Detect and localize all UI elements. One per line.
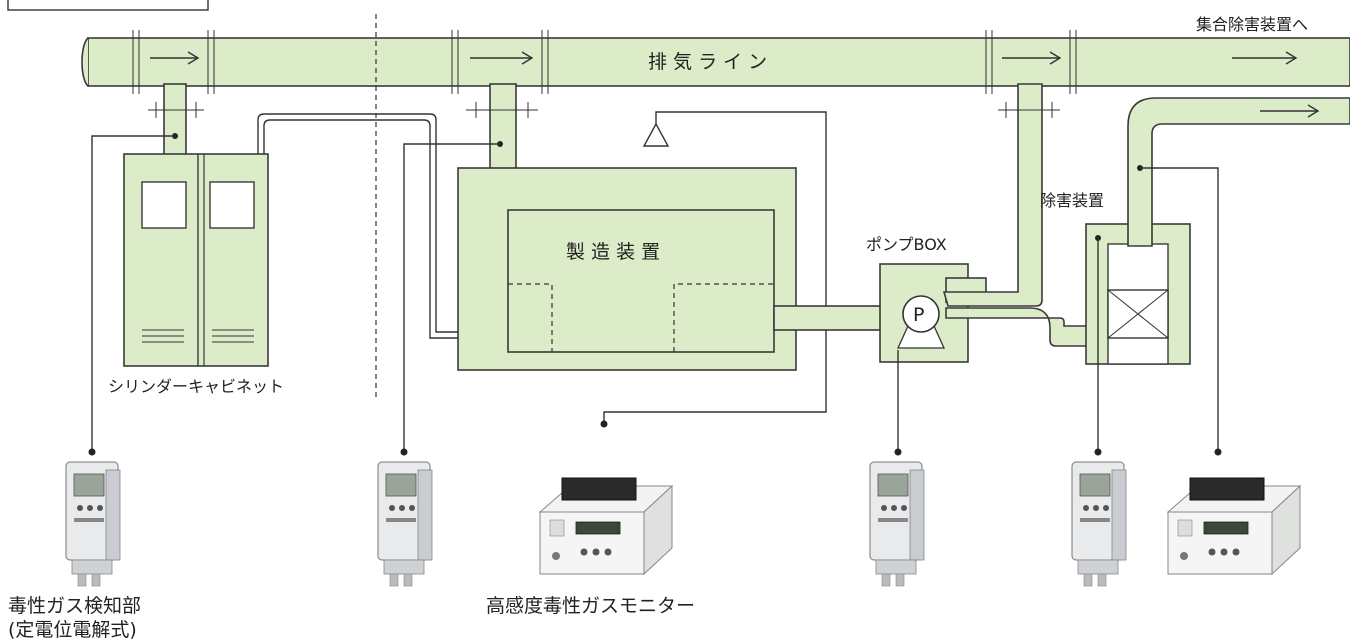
sensing-lines	[91, 135, 1219, 452]
pump-box: P	[879, 263, 987, 363]
monitor-unit-abatement	[1166, 477, 1302, 576]
pump-riser-flange	[998, 102, 1060, 118]
collective-abatement-label: 集合除害装置へ	[1196, 15, 1308, 34]
equipment-branch-pipe	[466, 83, 538, 171]
exhaust-line-pipe: 排 気 ラ イ ン	[81, 30, 1350, 94]
pump-symbol	[902, 295, 940, 333]
exhaust-line-label: 排 気 ラ イ ン	[648, 51, 767, 73]
pump-exhaust-riser	[942, 83, 1043, 307]
detector-display	[73, 473, 105, 497]
detector-display	[877, 473, 909, 497]
toxic-gas-detector-label-line2: (定電位電解式)	[8, 619, 137, 640]
equipment-pump-pipe	[773, 305, 887, 331]
monitor-unit-equipment	[538, 477, 674, 576]
high-sensitivity-monitor-label: 高感度毒性ガスモニター	[486, 595, 695, 617]
pump-box-label: ポンプBOX	[866, 235, 947, 254]
cabinet-branch-pipe	[148, 83, 204, 157]
monitor-display	[575, 521, 621, 535]
pump-symbol-letter: P	[913, 304, 924, 326]
detector-display	[385, 473, 417, 497]
sampling-point-triangle	[642, 122, 670, 147]
detector-unit-cabinet	[65, 461, 121, 587]
cylinder-cabinet-label: シリンダーキャビネット	[108, 377, 284, 396]
detector-display	[1079, 473, 1111, 497]
monitor-display	[1203, 521, 1249, 535]
detector-unit-equipment	[377, 461, 433, 587]
manufacturing-equipment-label: 製 造 装 置	[566, 241, 660, 263]
detector-unit-pump	[869, 461, 925, 587]
toxic-gas-detector-label-line1: 毒性ガス検知部	[8, 595, 141, 617]
cylinder-cabinet	[123, 153, 269, 367]
pump-abatement-pipe	[945, 307, 1107, 347]
abatement-device	[1085, 223, 1191, 365]
abatement-device-label: 除害装置	[1040, 191, 1104, 210]
devices-layer	[65, 461, 1302, 587]
detector-unit-abatement	[1071, 461, 1127, 587]
header-fragment-box	[7, 0, 209, 11]
manufacturing-equipment	[457, 167, 797, 371]
abatement-outlet-duct	[1127, 97, 1350, 247]
